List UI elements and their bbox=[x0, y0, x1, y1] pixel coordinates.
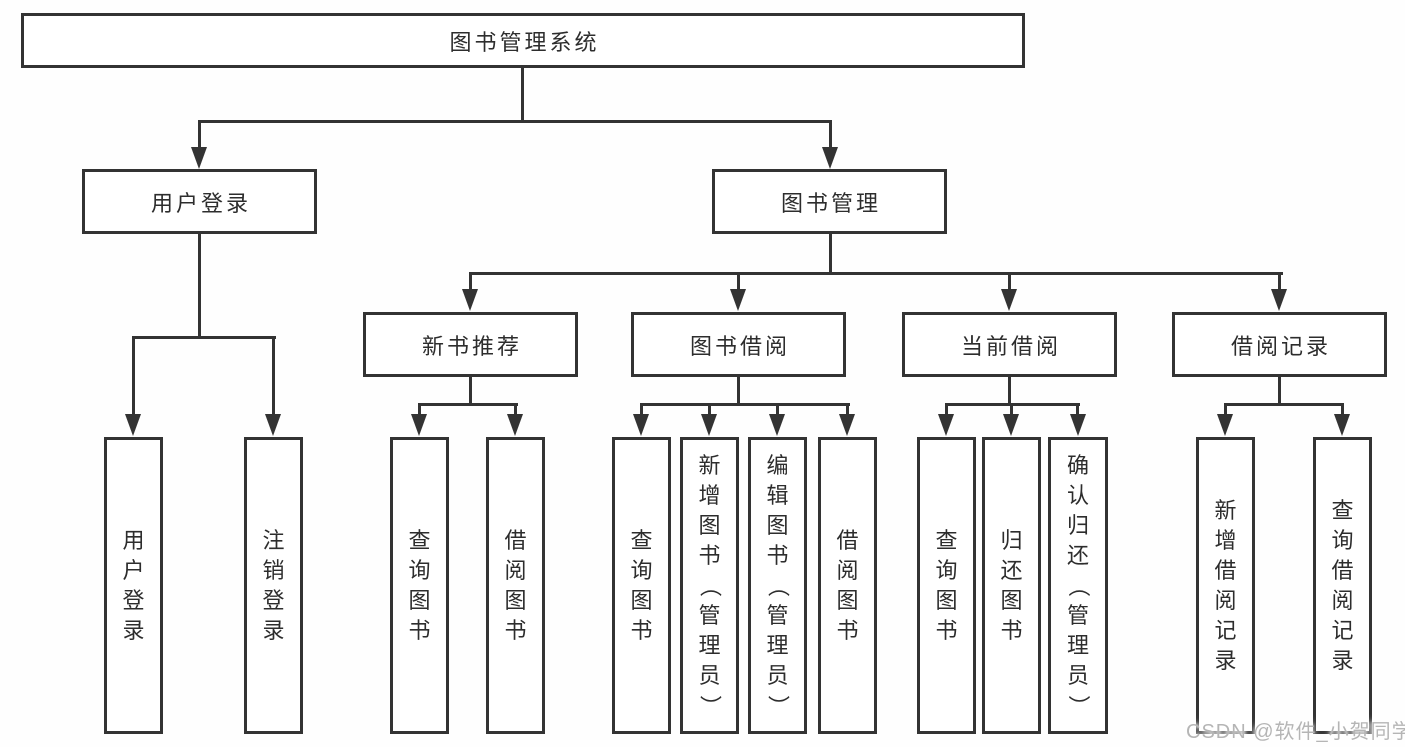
csdn-watermark: CSDN @软件_小贺同学 bbox=[1186, 721, 1405, 743]
leaf-logout-label: 注销登录 bbox=[262, 527, 285, 643]
leaf-return-books: 归还图书 bbox=[982, 437, 1041, 734]
leaf-query-books-label: 查询图书 bbox=[935, 527, 958, 643]
connector-new-book-stem bbox=[469, 375, 472, 405]
node-borrow-records-label: 借阅记录 bbox=[1230, 333, 1331, 359]
node-borrow-records: 借阅记录 bbox=[1172, 312, 1387, 377]
connector-book-management-hbar bbox=[469, 272, 1283, 275]
connector-new-book-hbar bbox=[418, 403, 518, 406]
arrowhead-down-icon bbox=[633, 414, 649, 436]
connector-shaft bbox=[1076, 403, 1079, 417]
connector-shaft bbox=[1341, 403, 1344, 417]
connector-root-to-book-management-shaft bbox=[829, 120, 832, 150]
leaf-add-borrow-record-label: 新增借阅记录 bbox=[1214, 497, 1237, 673]
connector-user-login-stem bbox=[198, 232, 201, 338]
connector-root-stem bbox=[521, 66, 524, 121]
node-book-borrowing-label: 图书借阅 bbox=[689, 333, 790, 359]
leaf-confirm-return-admin-label: 确认归还（管理员） bbox=[1066, 452, 1091, 717]
leaf-edit-books-admin-label: 编辑图书（管理员） bbox=[765, 452, 791, 717]
arrowhead-down-icon bbox=[839, 414, 855, 436]
leaf-add-books-admin-label: 新增图书（管理员） bbox=[697, 452, 723, 717]
leaf-borrow-books-borrowing: 借阅图书 bbox=[818, 437, 877, 734]
connector-shaft bbox=[776, 403, 779, 417]
connector-borrow-records-stem bbox=[1278, 375, 1281, 405]
connector-shaft bbox=[514, 403, 517, 417]
connector-to-leaf-user-login-shaft bbox=[132, 336, 135, 416]
leaf-borrow-books-newbook: 借阅图书 bbox=[486, 437, 545, 734]
node-root: 图书管理系统 bbox=[21, 13, 1025, 68]
arrowhead-down-icon bbox=[462, 289, 478, 311]
arrowhead-down-icon bbox=[265, 414, 281, 436]
arrowhead-down-icon bbox=[1217, 414, 1233, 436]
connector-to-current-borrowing-shaft bbox=[1008, 272, 1011, 294]
node-new-book-recommend-label: 新书推荐 bbox=[421, 333, 522, 359]
arrowhead-down-icon bbox=[411, 414, 427, 436]
leaf-user-login: 用户登录 bbox=[104, 437, 163, 734]
connector-book-borrowing-stem bbox=[737, 375, 740, 405]
arrowhead-down-icon bbox=[191, 147, 207, 169]
node-root-label: 图书管理系统 bbox=[449, 29, 600, 55]
connector-book-management-stem bbox=[829, 232, 832, 274]
leaf-query-books-label: 查询图书 bbox=[408, 527, 431, 643]
leaf-query-books-label: 查询图书 bbox=[630, 527, 653, 643]
connector-root-to-user-login-shaft bbox=[198, 120, 201, 150]
arrowhead-down-icon bbox=[1070, 414, 1086, 436]
node-user-login: 用户登录 bbox=[82, 169, 317, 234]
node-current-borrowing: 当前借阅 bbox=[902, 312, 1117, 377]
connector-book-borrowing-hbar bbox=[640, 403, 850, 406]
leaf-borrow-books-label: 借阅图书 bbox=[836, 527, 859, 643]
leaf-query-borrow-record: 查询借阅记录 bbox=[1313, 437, 1372, 734]
leaf-confirm-return-admin: 确认归还（管理员） bbox=[1048, 437, 1108, 734]
connector-to-book-borrowing-shaft bbox=[737, 272, 740, 294]
leaf-user-login-label: 用户登录 bbox=[122, 527, 145, 643]
connector-shaft bbox=[1224, 403, 1227, 417]
connector-shaft bbox=[945, 403, 948, 417]
leaf-logout: 注销登录 bbox=[244, 437, 303, 734]
node-current-borrowing-label: 当前借阅 bbox=[960, 333, 1061, 359]
node-book-management-label: 图书管理 bbox=[780, 190, 881, 216]
arrowhead-down-icon bbox=[1001, 289, 1017, 311]
arrowhead-down-icon bbox=[1003, 414, 1019, 436]
connector-to-leaf-logout-shaft bbox=[272, 336, 275, 416]
leaf-query-borrow-record-label: 查询借阅记录 bbox=[1331, 497, 1354, 673]
arrowhead-down-icon bbox=[701, 414, 717, 436]
leaf-add-borrow-record: 新增借阅记录 bbox=[1196, 437, 1255, 734]
node-user-login-label: 用户登录 bbox=[150, 190, 251, 216]
leaf-query-books-borrowing: 查询图书 bbox=[612, 437, 671, 734]
leaf-query-books-newbook: 查询图书 bbox=[390, 437, 449, 734]
leaf-edit-books-admin: 编辑图书（管理员） bbox=[748, 437, 807, 734]
connector-shaft bbox=[846, 403, 849, 417]
arrowhead-down-icon bbox=[1271, 289, 1287, 311]
arrowhead-down-icon bbox=[938, 414, 954, 436]
connector-shaft bbox=[418, 403, 421, 417]
node-book-borrowing: 图书借阅 bbox=[631, 312, 846, 377]
connector-borrow-records-hbar bbox=[1224, 403, 1344, 406]
arrowhead-down-icon bbox=[822, 147, 838, 169]
connector-user-login-hbar bbox=[132, 336, 276, 339]
arrowhead-down-icon bbox=[1334, 414, 1350, 436]
connector-to-borrow-records-shaft bbox=[1278, 272, 1281, 294]
connector-shaft bbox=[1010, 403, 1013, 417]
leaf-return-books-label: 归还图书 bbox=[1000, 527, 1023, 643]
leaf-query-books-current: 查询图书 bbox=[917, 437, 976, 734]
connector-shaft bbox=[708, 403, 711, 417]
connector-root-hbar bbox=[198, 120, 832, 123]
arrowhead-down-icon bbox=[769, 414, 785, 436]
arrowhead-down-icon bbox=[507, 414, 523, 436]
leaf-add-books-admin: 新增图书（管理员） bbox=[680, 437, 739, 734]
connector-to-new-book-shaft bbox=[469, 272, 472, 294]
arrowhead-down-icon bbox=[730, 289, 746, 311]
arrowhead-down-icon bbox=[125, 414, 141, 436]
connector-shaft bbox=[640, 403, 643, 417]
node-new-book-recommend: 新书推荐 bbox=[363, 312, 578, 377]
node-book-management: 图书管理 bbox=[712, 169, 947, 234]
connector-current-borrowing-stem bbox=[1008, 375, 1011, 405]
leaf-borrow-books-label: 借阅图书 bbox=[504, 527, 527, 643]
